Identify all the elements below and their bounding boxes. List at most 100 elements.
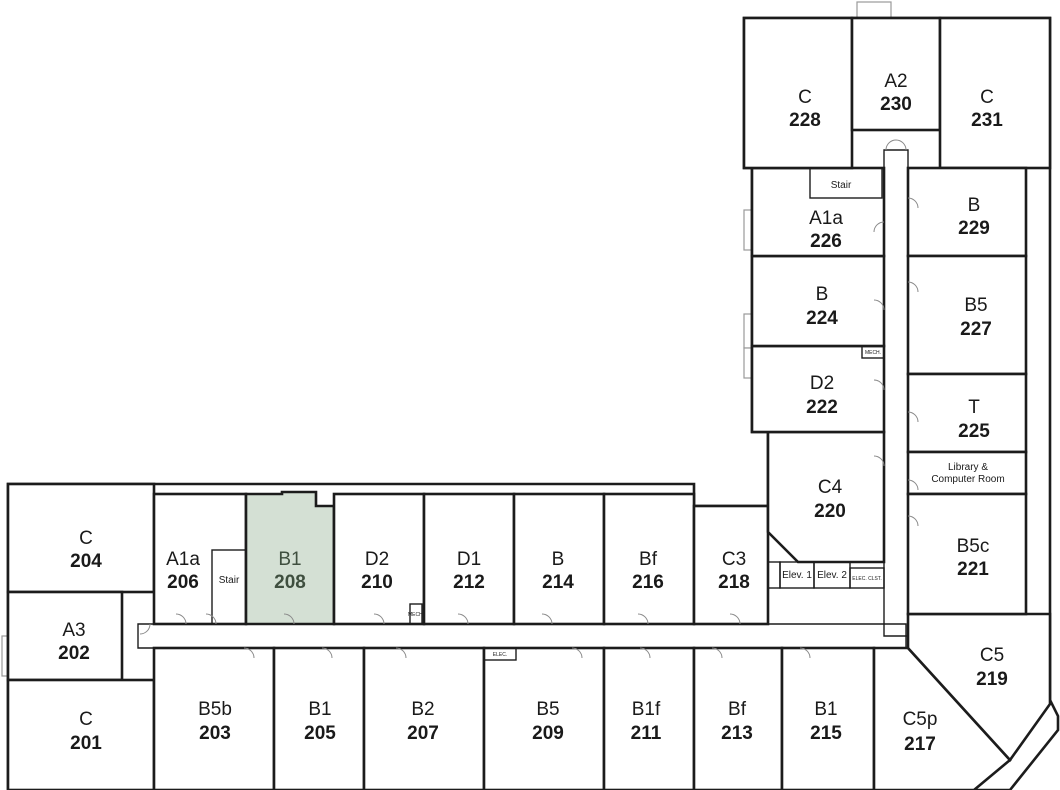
unit-type: B1 bbox=[278, 549, 301, 570]
stair-label: Stair bbox=[219, 575, 240, 586]
unit-number: 214 bbox=[542, 572, 574, 593]
unit-number: 220 bbox=[814, 501, 846, 522]
unit-220[interactable]: C4 220 bbox=[766, 430, 886, 564]
elec-label: ELEC. bbox=[493, 652, 507, 658]
unit-number: 226 bbox=[810, 231, 842, 252]
unit-229[interactable]: B 229 bbox=[906, 166, 1028, 258]
unit-type: Bf bbox=[639, 549, 658, 570]
unit-211[interactable]: B1f 211 bbox=[602, 646, 696, 790]
unit-number: 230 bbox=[880, 94, 912, 115]
unit-221[interactable]: B5c 221 bbox=[906, 492, 1028, 616]
unit-type: B5b bbox=[198, 699, 232, 720]
unit-204[interactable]: C 204 bbox=[6, 482, 156, 594]
unit-type: B5 bbox=[536, 699, 559, 720]
electrical-closet: ELEC. bbox=[483, 647, 517, 661]
unit-type: B bbox=[552, 549, 565, 570]
unit-type: B5c bbox=[957, 536, 990, 557]
unit-number: 202 bbox=[58, 643, 90, 664]
unit-type: B bbox=[816, 284, 829, 305]
unit-225[interactable]: T 225 bbox=[906, 372, 1028, 454]
unit-type: B2 bbox=[411, 699, 434, 720]
unit-224[interactable]: B 224 bbox=[750, 254, 886, 348]
unit-type: C5p bbox=[903, 709, 938, 730]
elevator-1-label: Elev. 1 bbox=[782, 570, 812, 581]
unit-number: 216 bbox=[632, 572, 664, 593]
unit-number: 215 bbox=[810, 723, 842, 744]
unit-231[interactable]: C 231 bbox=[938, 16, 1052, 170]
unit-218[interactable]: C3 218 bbox=[692, 504, 770, 626]
unit-type: B5 bbox=[964, 295, 987, 316]
unit-number: 207 bbox=[407, 723, 439, 744]
unit-type: D2 bbox=[810, 373, 834, 394]
unit-number: 213 bbox=[721, 723, 753, 744]
unit-228[interactable]: C 228 bbox=[742, 16, 854, 170]
unit-number: 225 bbox=[958, 421, 990, 442]
unit-type: Bf bbox=[728, 699, 747, 720]
unit-222[interactable]: MECH. D2 222 bbox=[750, 344, 886, 434]
unit-number: 228 bbox=[789, 110, 821, 131]
unit-number: 210 bbox=[361, 572, 393, 593]
unit-205[interactable]: B1 205 bbox=[272, 646, 366, 790]
library-computer-room[interactable]: Library & Computer Room bbox=[906, 450, 1028, 496]
unit-number: 204 bbox=[70, 551, 102, 572]
unit-226[interactable]: Stair A1a 226 bbox=[750, 166, 886, 258]
unit-type: C bbox=[79, 709, 93, 730]
library-label-line2: Computer Room bbox=[931, 474, 1004, 485]
unit-type: A3 bbox=[62, 620, 85, 641]
unit-202[interactable]: A3 202 bbox=[6, 590, 124, 682]
unit-230[interactable]: A2 230 bbox=[850, 16, 942, 132]
unit-type: C4 bbox=[818, 477, 843, 498]
unit-type: C bbox=[79, 528, 93, 549]
unit-216[interactable]: Bf 216 bbox=[602, 492, 696, 626]
unit-number: 205 bbox=[304, 723, 336, 744]
unit-type: B1f bbox=[632, 699, 661, 720]
unit-type: C5 bbox=[980, 645, 1004, 666]
elec-closet-label: ELEC. CLST. bbox=[852, 576, 881, 582]
unit-type: C bbox=[798, 87, 812, 108]
unit-type: C3 bbox=[722, 549, 746, 570]
unit-number: 208 bbox=[274, 572, 306, 593]
unit-215[interactable]: B1 215 bbox=[780, 646, 876, 790]
unit-type: A1a bbox=[809, 208, 843, 229]
unit-type: B1 bbox=[814, 699, 837, 720]
unit-210[interactable]: MECH. D2 210 bbox=[332, 492, 426, 626]
unit-number: 201 bbox=[70, 733, 102, 754]
unit-number: 211 bbox=[631, 723, 662, 744]
unit-209[interactable]: B5 209 bbox=[482, 646, 606, 790]
doors bbox=[139, 139, 919, 659]
unit-number: 206 bbox=[167, 572, 199, 593]
elevators: Elev. 1 Elev. 2 ELEC. CLST. bbox=[767, 561, 885, 589]
unit-number: 224 bbox=[806, 308, 838, 329]
unit-number: 209 bbox=[532, 723, 564, 744]
unit-207[interactable]: B2 207 bbox=[362, 646, 486, 790]
unit-214[interactable]: B 214 bbox=[512, 492, 606, 626]
mech-label-2: MECH. bbox=[865, 350, 881, 356]
unit-number: 222 bbox=[806, 397, 838, 418]
unit-number: 227 bbox=[960, 319, 992, 340]
unit-type: C bbox=[980, 87, 994, 108]
unit-type: A2 bbox=[884, 71, 907, 92]
unit-type: D1 bbox=[457, 549, 481, 570]
unit-217[interactable]: C5p 217 bbox=[872, 646, 1012, 790]
unit-type: A1a bbox=[166, 549, 200, 570]
unit-number: 218 bbox=[718, 572, 750, 593]
unit-227[interactable]: B5 227 bbox=[906, 254, 1028, 376]
unit-203[interactable]: B5b 203 bbox=[152, 646, 276, 790]
unit-number: 219 bbox=[976, 669, 1008, 690]
unit-number: 221 bbox=[957, 559, 989, 580]
unit-number: 231 bbox=[971, 110, 1003, 131]
unit-type: D2 bbox=[365, 549, 389, 570]
unit-number: 229 bbox=[958, 218, 990, 239]
unit-number: 217 bbox=[904, 734, 936, 755]
unit-213[interactable]: Bf 213 bbox=[692, 646, 784, 790]
stair-label-2: Stair bbox=[831, 180, 852, 191]
mech-label: MECH. bbox=[408, 612, 424, 618]
unit-type: T bbox=[968, 397, 980, 418]
unit-201[interactable]: C 201 bbox=[6, 678, 156, 790]
unit-number: 212 bbox=[453, 572, 485, 593]
unit-number: 203 bbox=[199, 723, 231, 744]
unit-212[interactable]: D1 212 bbox=[422, 492, 516, 626]
unit-208[interactable]: B1 208 bbox=[244, 490, 336, 626]
unit-206[interactable]: Stair A1a 206 bbox=[152, 492, 248, 626]
